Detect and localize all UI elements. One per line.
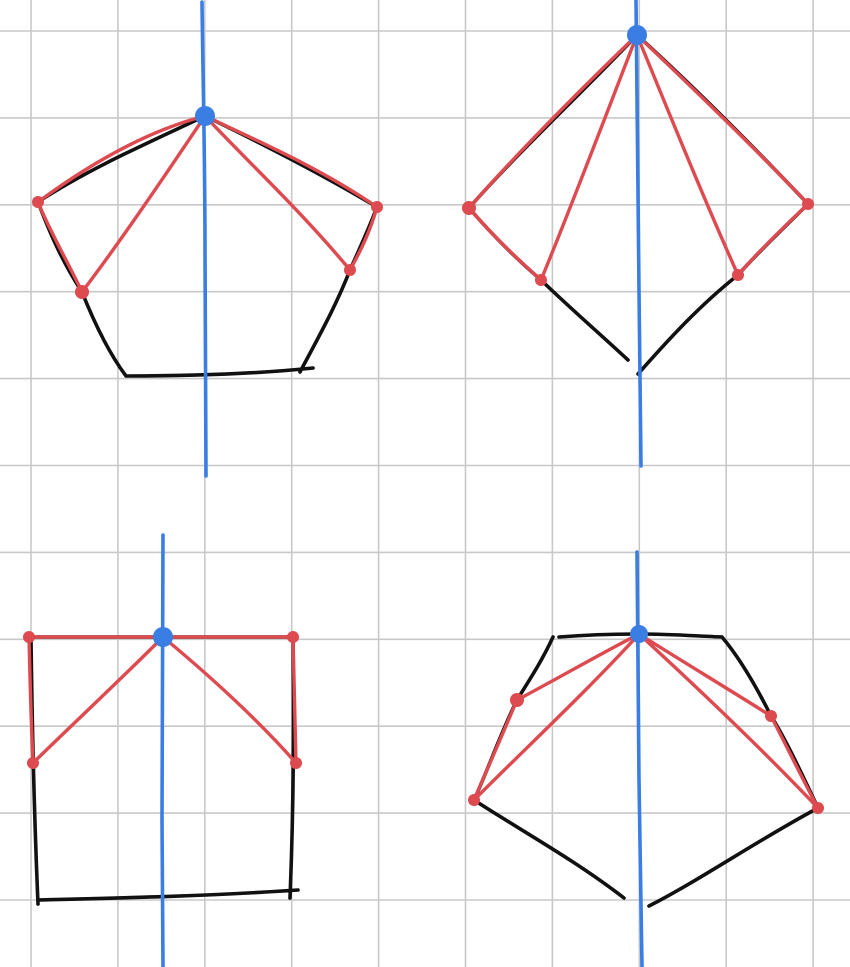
hexagon-right-vertex-dot bbox=[812, 802, 824, 814]
hexagon-axis bbox=[635, 550, 644, 967]
diamond-right-vertex-dot bbox=[802, 198, 814, 210]
square-top-axis-dot bbox=[153, 627, 173, 647]
hexagon-left-edge-dot bbox=[510, 693, 524, 707]
hexagon-diagonal-left bbox=[472, 632, 641, 802]
hexagon-left-vertex-dot bbox=[468, 794, 480, 806]
pentagon-axis bbox=[200, 0, 208, 478]
pentagon-figure bbox=[32, 0, 383, 478]
square-top-left-dot bbox=[23, 631, 35, 643]
square-axis bbox=[160, 533, 165, 967]
hexagon-diagonal-right bbox=[637, 632, 820, 810]
pentagon-right-edge-dot bbox=[344, 264, 356, 276]
pentagon-diagonal-right bbox=[203, 114, 379, 272]
pentagon-outline bbox=[36, 114, 379, 378]
diamond-apex-dot bbox=[627, 25, 647, 45]
diamond-right-edge-dot bbox=[732, 269, 744, 281]
square-diagonal-left bbox=[27, 635, 165, 765]
pentagon-left-vertex-dot bbox=[32, 196, 44, 208]
square-left-edge-dot bbox=[27, 757, 39, 769]
square-top-right-dot bbox=[287, 631, 299, 643]
pentagon-diagonal-left bbox=[36, 114, 207, 294]
pentagon-left-edge-dot bbox=[75, 285, 89, 299]
diamond-diagonal-left bbox=[467, 33, 639, 282]
diamond-diagonal-right bbox=[635, 33, 810, 277]
hexagon-figure bbox=[468, 550, 824, 967]
pentagon-apex-dot bbox=[195, 106, 215, 126]
square-right-edge-dot bbox=[290, 757, 302, 769]
diamond-left-vertex-dot bbox=[462, 201, 476, 215]
square-diagonal-right bbox=[161, 635, 298, 765]
square-figure bbox=[23, 533, 302, 967]
diamond-figure bbox=[462, 0, 814, 468]
hexagon-top-axis-dot bbox=[630, 625, 648, 643]
pentagon-right-vertex-dot bbox=[371, 201, 383, 213]
diamond-axis bbox=[634, 0, 643, 468]
diamond-left-edge-dot bbox=[535, 274, 547, 286]
hexagon-right-edge-dot bbox=[765, 710, 777, 722]
hexagon-outline bbox=[472, 632, 820, 908]
